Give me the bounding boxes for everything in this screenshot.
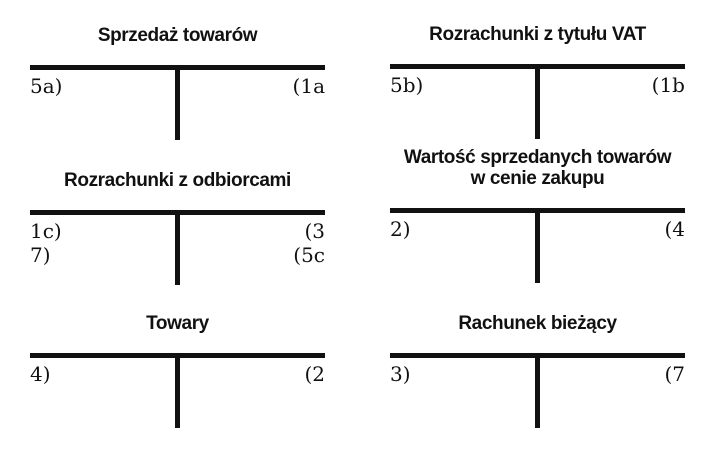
t-account-bar: 4) (2 <box>30 353 325 428</box>
debit-entry: 7) <box>30 243 51 267</box>
t-account-bar: 3) (7 <box>390 353 685 428</box>
t-account-bar: 5a) (1a <box>30 65 325 140</box>
debit-entry: 5a) <box>30 74 63 98</box>
account-title-line: w cenie zakupu <box>470 168 605 189</box>
debit-side: 3) <box>390 362 411 386</box>
t-account-towary: Towary 4) (2 <box>30 313 325 428</box>
account-title: Towary <box>30 313 325 334</box>
t-account-rozrachunki-z-odbiorcami: Rozrachunki z odbiorcami 1c) 7) (3 (5c <box>30 170 325 285</box>
account-entries: 1c) 7) (3 (5c <box>30 215 325 267</box>
account-title-line: Rachunek bieżący <box>458 313 617 334</box>
account-entries: 5a) (1a <box>30 70 325 98</box>
t-account-bar: 1c) 7) (3 (5c <box>30 210 325 285</box>
account-title: Sprzedaż towarów <box>30 25 325 46</box>
account-title-line: Rozrachunki z odbiorcami <box>64 170 291 191</box>
account-title-line: Sprzedaż towarów <box>97 25 258 46</box>
credit-side: (1b <box>652 73 685 97</box>
credit-side: (7 <box>664 362 685 386</box>
debit-entry: 3) <box>390 362 411 386</box>
t-account-stem <box>535 358 540 428</box>
account-title-line: Wartość sprzedanych towarów <box>403 147 672 168</box>
account-title-line: Towary <box>146 313 209 334</box>
account-title: Wartość sprzedanych towarów w cenie zaku… <box>390 147 685 189</box>
account-title: Rachunek bieżący <box>390 313 685 334</box>
debit-side: 5b) <box>390 73 423 97</box>
t-account-stem <box>535 213 540 283</box>
credit-entry: (2 <box>304 362 325 386</box>
account-title-line: Rozrachunki z tytułu VAT <box>429 24 646 45</box>
t-account-rozrachunki-vat: Rozrachunki z tytułu VAT 5b) (1b <box>390 24 685 139</box>
t-account-stem <box>175 215 180 285</box>
debit-entry: 2) <box>390 217 411 241</box>
credit-entry: (4 <box>664 217 685 241</box>
credit-entry: (5c <box>293 243 325 267</box>
t-account-stem <box>175 358 180 428</box>
debit-side: 1c) 7) <box>30 219 62 267</box>
debit-side: 2) <box>390 217 411 241</box>
debit-entry: 5b) <box>390 73 424 97</box>
account-title: Rozrachunki z odbiorcami <box>30 170 325 191</box>
t-account-bar: 2) (4 <box>390 208 685 283</box>
debit-entry: 1c) <box>30 219 62 243</box>
credit-side: (1a <box>293 74 325 98</box>
credit-entry: (7 <box>664 362 685 386</box>
credit-entry: (1a <box>292 74 325 98</box>
t-account-bar: 5b) (1b <box>390 64 685 139</box>
debit-side: 5a) <box>30 74 62 98</box>
credit-side: (2 <box>304 362 325 386</box>
account-entries: 5b) (1b <box>390 69 685 97</box>
debit-entry: 4) <box>30 362 51 386</box>
credit-entry: (1b <box>651 73 685 97</box>
account-entries: 3) (7 <box>390 358 685 386</box>
account-entries: 4) (2 <box>30 358 325 386</box>
account-title: Rozrachunki z tytułu VAT <box>390 24 685 45</box>
t-account-stem <box>175 70 180 140</box>
t-account-wartosc-sprzedanych-towarow: Wartość sprzedanych towarów w cenie zaku… <box>390 147 685 283</box>
t-account-rachunek-biezacy: Rachunek bieżący 3) (7 <box>390 313 685 428</box>
t-account-stem <box>535 69 540 139</box>
t-account-sprzedaz-towarow: Sprzedaż towarów 5a) (1a <box>30 25 325 140</box>
credit-entry: (3 <box>304 219 325 243</box>
debit-side: 4) <box>30 362 51 386</box>
account-entries: 2) (4 <box>390 213 685 241</box>
credit-side: (4 <box>664 217 685 241</box>
credit-side: (3 (5c <box>293 219 325 267</box>
